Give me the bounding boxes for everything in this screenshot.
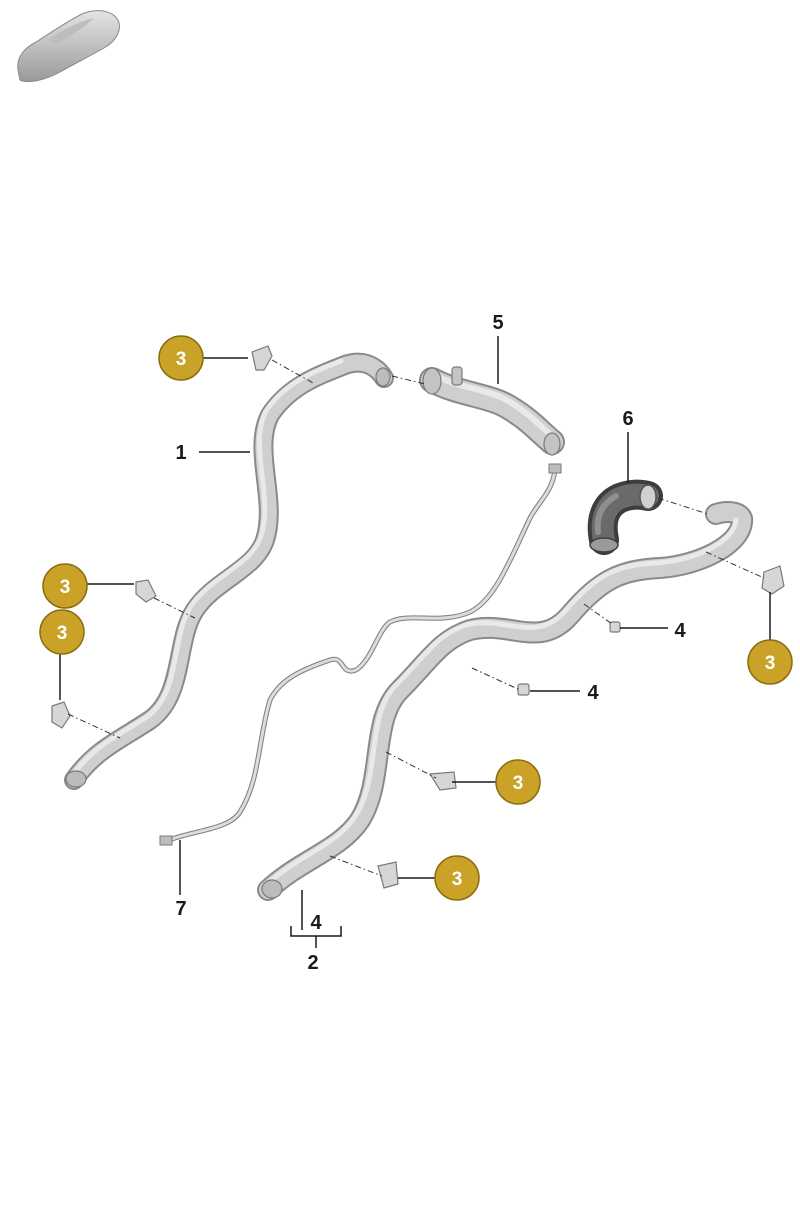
badges: 3 3 3 3 3 3 xyxy=(39,335,793,901)
hose-part-6 xyxy=(587,479,663,555)
car-silhouette-icon xyxy=(17,10,120,83)
callout-part-5: 5 xyxy=(492,312,503,334)
callout-part-1: 1 xyxy=(175,442,186,464)
badge-middle[interactable]: 3 xyxy=(495,759,541,805)
svg-text:3: 3 xyxy=(57,623,68,644)
hose-part-5 xyxy=(419,366,565,456)
clamp-4b xyxy=(517,683,530,696)
assembly-lines xyxy=(67,359,765,877)
svg-text:3: 3 xyxy=(60,577,71,598)
badge-left-lower[interactable]: 3 xyxy=(39,609,85,655)
clip-left-lower xyxy=(51,701,71,729)
clip-bottom xyxy=(377,861,399,889)
callout-part-2: 2 xyxy=(307,952,318,974)
badge-right[interactable]: 3 xyxy=(747,639,793,685)
callout-part-4-upper: 4 xyxy=(674,620,686,642)
svg-text:3: 3 xyxy=(765,653,776,674)
callout-part-4-bracket: 4 xyxy=(310,912,322,934)
hose-part-1 xyxy=(64,352,394,790)
callout-labels: 5 1 6 4 4 7 4 2 xyxy=(175,312,686,974)
clip-right-upper xyxy=(761,565,785,595)
clip-mid xyxy=(428,771,457,791)
svg-text:3: 3 xyxy=(452,869,463,890)
clamp-4a xyxy=(609,621,621,633)
svg-text:3: 3 xyxy=(176,349,187,370)
badge-bottom[interactable]: 3 xyxy=(434,855,480,901)
badge-left-upper[interactable]: 3 xyxy=(42,563,88,609)
clip-top xyxy=(251,345,273,371)
svg-text:3: 3 xyxy=(513,773,524,794)
leader-lines xyxy=(59,336,771,948)
clip-left-upper xyxy=(135,579,157,603)
badge-top-left[interactable]: 3 xyxy=(158,335,204,381)
callout-part-7: 7 xyxy=(175,898,186,920)
callout-part-6: 6 xyxy=(622,408,633,430)
clip-parts xyxy=(51,345,785,889)
callout-part-4-middle: 4 xyxy=(587,682,599,704)
pipe-part-7 xyxy=(159,463,562,846)
hose-part-2 xyxy=(257,501,754,901)
